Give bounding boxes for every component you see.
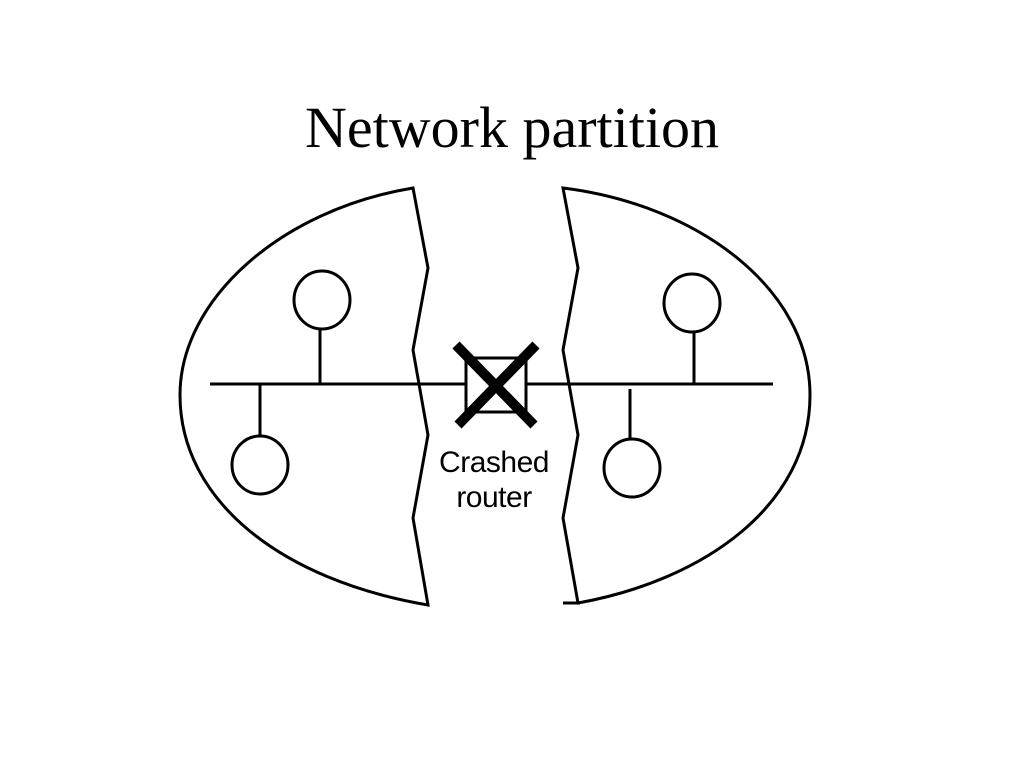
left-host-top bbox=[292, 269, 352, 331]
crash-x-icon bbox=[452, 341, 540, 429]
left-host-bottom bbox=[230, 434, 290, 496]
slide-title: Network partition bbox=[305, 95, 719, 160]
router-label-line1: Crashed bbox=[439, 446, 549, 479]
router-label-line2: router bbox=[456, 481, 532, 514]
right-host-bottom bbox=[602, 437, 662, 499]
right-partition-outline bbox=[561, 186, 812, 605]
right-host-top bbox=[662, 272, 722, 334]
left-partition-outline bbox=[178, 186, 430, 607]
